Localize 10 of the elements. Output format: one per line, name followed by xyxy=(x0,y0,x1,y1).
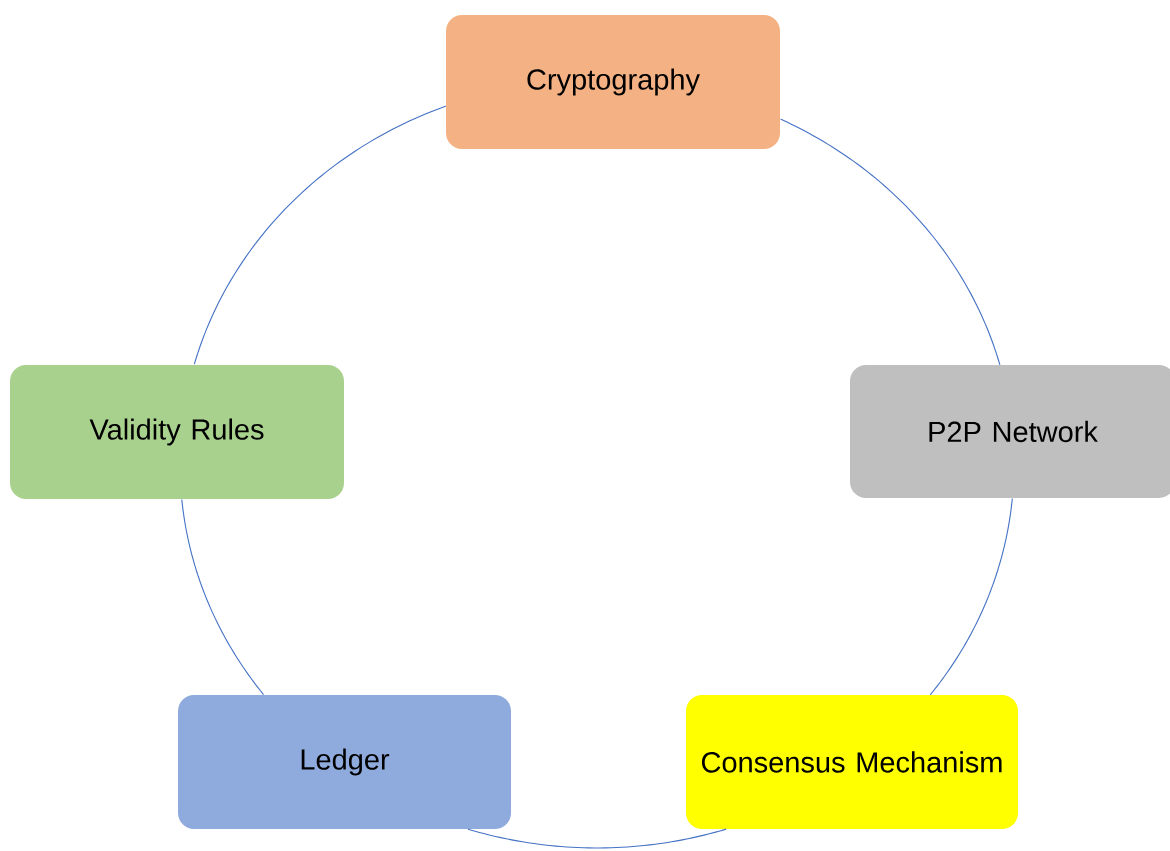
process-box: P2P Network xyxy=(850,365,1170,498)
connector-arc xyxy=(467,828,727,849)
connector-arc xyxy=(780,118,1001,366)
process-box: Consensus Mechanism xyxy=(686,695,1018,829)
process-box: Cryptography xyxy=(446,15,780,149)
process-box: Ledger xyxy=(178,695,511,829)
connector-arc xyxy=(181,498,265,696)
process-box: Validity Rules xyxy=(10,365,344,499)
connector-arc xyxy=(193,105,447,365)
connector-arc xyxy=(929,497,1013,696)
